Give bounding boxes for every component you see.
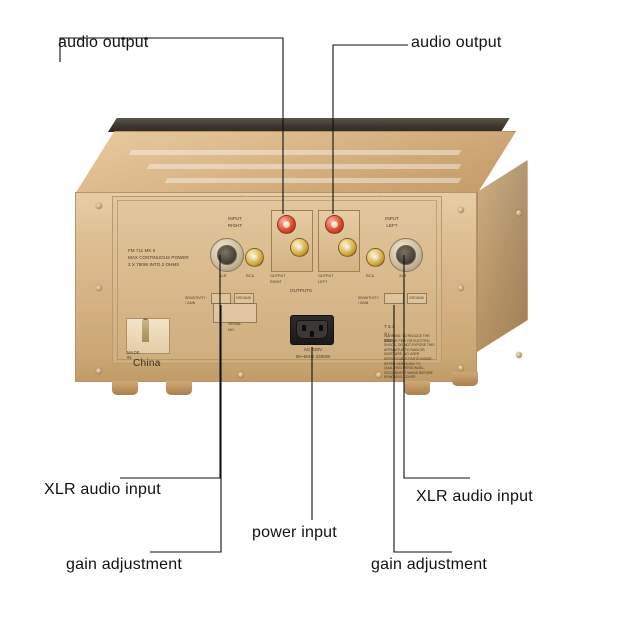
gain-right-label: SENSITIVITY / GAIN [185, 296, 206, 306]
amplifier-top-surface [75, 131, 517, 194]
chassis-screw [458, 285, 464, 291]
output-left-label: OUTPUT LEFT [318, 274, 334, 284]
output-left-positive-post[interactable] [325, 215, 344, 234]
amplifier-foot [452, 372, 478, 386]
top-highlight-stripe-2 [146, 164, 462, 169]
chassis-screw [516, 210, 522, 216]
xlr-right-label: XLR [219, 274, 227, 278]
warning-text: WARNING: TO REDUCE THE RISK OF FIRE OR E… [384, 334, 435, 380]
serial-label: SERIAL NO. [228, 322, 242, 332]
chassis-screw [458, 365, 464, 371]
chassis-screw [516, 352, 522, 358]
chassis-screw [96, 285, 102, 291]
amplifier-side-face [477, 160, 528, 352]
chassis-screw [376, 372, 382, 378]
amplifier-side-shade [477, 160, 527, 352]
callout-gain-adjustment-right: gain adjustment [371, 556, 487, 573]
callout-gain-adjustment-left: gain adjustment [66, 556, 182, 573]
input-left-label: INPUT LEFT [385, 216, 399, 228]
callout-audio-output-left: audio output [58, 34, 149, 51]
xlr-input-left-connector[interactable] [389, 238, 423, 272]
output-right-label: OUTPUT RIGHT [270, 274, 286, 284]
rca-input-right-connector[interactable] [245, 248, 264, 267]
model-power-text: FM 711 MK II MAX CONTINUOUS POWER 2 X 75… [128, 248, 189, 267]
made-in-china-bar [142, 320, 149, 342]
xlr-input-right-connector[interactable] [210, 238, 244, 272]
callout-audio-output-right: audio output [411, 34, 502, 51]
callout-xlr-input-left: XLR audio input [44, 481, 161, 498]
amplifier-foot [112, 381, 138, 395]
output-left-negative-post[interactable] [338, 238, 357, 257]
mains-rating-label: AC 230V 50~60Hz 2300W [295, 347, 331, 359]
gain-left-switch[interactable] [384, 293, 404, 304]
rca-left-label: RCA [366, 274, 375, 278]
amplifier-top-edge [108, 118, 510, 132]
output-right-positive-post[interactable] [277, 215, 296, 234]
callout-power-input: power input [252, 524, 337, 541]
outputs-label: OUTPUTS [290, 288, 312, 293]
ground-left-label: GROUND [409, 296, 425, 300]
output-right-negative-post[interactable] [290, 238, 309, 257]
power-inlet-socket[interactable] [296, 320, 328, 339]
chassis-screw [96, 203, 102, 209]
xlr-left-label: XLR [399, 274, 407, 278]
top-highlight-stripe-1 [128, 150, 462, 155]
amplifier-foot [166, 381, 192, 395]
fuse-rating-label: T 6.3 A / 250V [384, 324, 395, 343]
callout-xlr-input-right: XLR audio input [416, 488, 533, 505]
chassis-screw [458, 207, 464, 213]
chassis-screw [238, 372, 244, 378]
rca-right-label: RCA [246, 274, 255, 278]
country-label: China [133, 358, 161, 369]
ground-right-label: GROUND [236, 296, 252, 300]
rca-input-left-connector[interactable] [366, 248, 385, 267]
top-highlight-stripe-3 [164, 178, 462, 183]
gain-left-label: SENSITIVITY / GAIN [358, 296, 379, 306]
chassis-screw [96, 368, 102, 374]
amplifier-foot [404, 381, 430, 395]
input-right-label: INPUT RIGHT [227, 216, 243, 228]
serial-number-box [213, 303, 257, 323]
